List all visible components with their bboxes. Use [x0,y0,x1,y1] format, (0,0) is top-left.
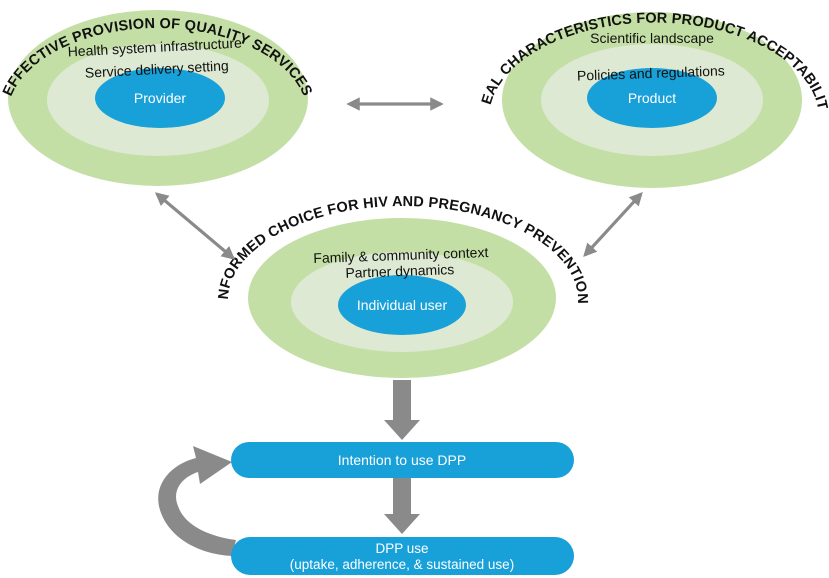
user-core [338,275,466,335]
intention-box: Intention to use DPP [231,442,574,478]
connectors [154,97,643,260]
user-core-label: Individual user [357,297,448,313]
product-core-label: Product [628,90,676,106]
provider-core [95,68,225,128]
use-box: DPP use (uptake, adherence, & sustained … [231,537,574,575]
user-middle-label: Partner dynamics [345,261,454,281]
arrow-user-to-intention [384,380,420,440]
connector-product-user [583,192,643,257]
use-label-line1: DPP use [375,541,428,556]
feedback-arrow [158,446,236,556]
product-outer-label: Scientific landscape [590,30,714,46]
product-core [587,68,717,128]
product-middle-label: Policies and regulations [577,62,725,83]
intention-label: Intention to use DPP [338,452,466,468]
intention-box-shape [231,442,574,478]
use-label-line2: (uptake, adherence, & sustained use) [290,557,514,572]
use-box-shape [231,537,574,575]
connector-provider-user [154,192,236,260]
provider-core-label: Provider [134,90,186,106]
arrow-intention-to-use [384,478,420,534]
provider-cluster: EFFECTIVE PROVISION OF QUALITY SERVICES … [0,10,315,186]
user-outer-label: Family & community context [313,244,489,266]
flow-arrows [158,380,420,556]
provider-middle-label: Service delivery setting [84,57,229,81]
